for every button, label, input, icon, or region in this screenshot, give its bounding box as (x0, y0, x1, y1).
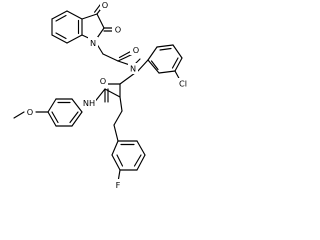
atom-labels: O O N O N Cl O NH O F (25, 0, 190, 190)
isatin-benzene-ring (51, 10, 83, 44)
amide-nitrogen: N (130, 64, 136, 74)
fluorophenyl-ring (111, 110, 146, 183)
fluorine-atom: F (116, 180, 121, 190)
isatin-oxygen-3: O (102, 0, 108, 10)
isatin-oxygen-2: O (115, 25, 121, 35)
chemical-structure: O O N O N Cl O NH O F (13, 0, 190, 190)
alpha-carbon-anilide (92, 72, 136, 112)
anilide-carbonyl-oxygen: O (100, 76, 106, 86)
acyl-carbonyl-oxygen: O (133, 45, 139, 55)
isatin-nitrogen: N (90, 38, 96, 48)
anilide-nh: NH (83, 98, 95, 108)
chlorine-atom: Cl (179, 79, 187, 89)
chlorobenzyl-group (136, 44, 183, 83)
methoxy-oxygen: O (27, 107, 33, 117)
methoxyphenyl-ring (13, 98, 83, 127)
